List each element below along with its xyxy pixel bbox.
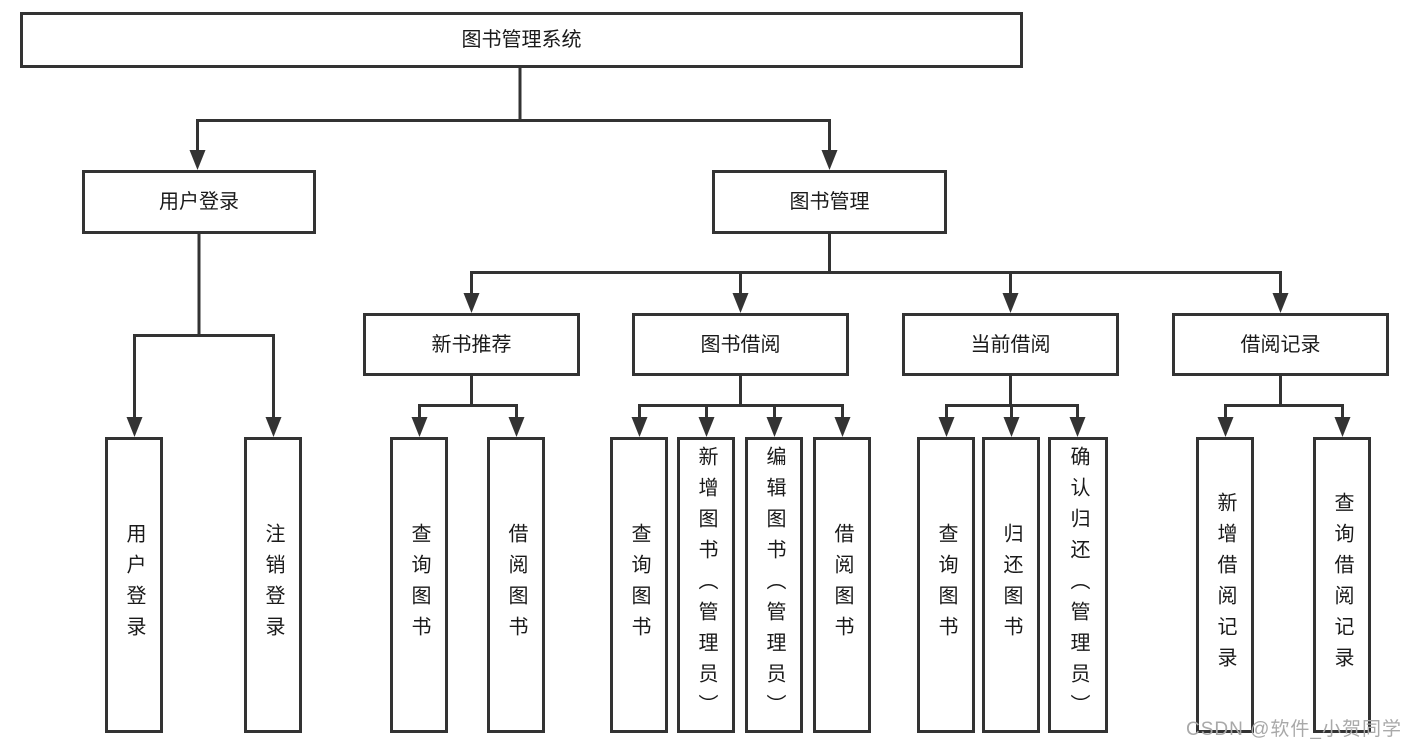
leaf-current-confirm-return-admin-label: 确认归还（管理员） [1067,445,1089,725]
leaf-borrow-add-books-admin-label: 新增图书（管理员） [695,445,717,725]
node-root: 图书管理系统 [20,12,1023,68]
node-book-borrow-label: 图书借阅 [700,333,781,356]
arrowheads [126,150,1351,437]
watermark: CSDN @软件_小贺同学 [1186,719,1402,740]
leaf-borrow-borrow-books: 借阅图书 [813,437,871,733]
leaf-newbook-query-books: 查询图书 [390,437,448,733]
leaf-newbook-borrow-books: 借阅图书 [487,437,545,733]
node-new-book-recommend-label: 新书推荐 [431,333,512,356]
leaf-logout: 注销登录 [244,437,302,733]
leaf-borrow-query-books-label: 查询图书 [628,523,650,647]
node-borrow-records: 借阅记录 [1172,313,1389,376]
leaf-current-query-books: 查询图书 [917,437,975,733]
node-book-management: 图书管理 [712,170,947,234]
node-user-login-label: 用户登录 [159,191,239,213]
leaf-borrow-borrow-books-label: 借阅图书 [831,523,853,647]
leaf-records-query-record: 查询借阅记录 [1313,437,1371,733]
leaf-borrow-edit-books-admin-label: 编辑图书（管理员） [763,445,785,725]
leaf-records-add-record-label: 新增借阅记录 [1214,492,1236,678]
leaf-current-confirm-return-admin: 确认归还（管理员） [1048,437,1108,733]
node-book-management-label: 图书管理 [789,191,870,213]
leaf-newbook-query-books-label: 查询图书 [408,523,430,647]
node-current-borrow-label: 当前借阅 [970,333,1051,356]
node-current-borrow: 当前借阅 [902,313,1119,376]
leaf-current-return-books: 归还图书 [982,437,1040,733]
leaf-newbook-borrow-books-label: 借阅图书 [505,523,527,647]
node-root-label: 图书管理系统 [461,29,582,51]
node-new-book-recommend: 新书推荐 [363,313,580,376]
leaf-logout-label: 注销登录 [262,523,284,647]
leaf-user-login-label: 用户登录 [123,523,145,647]
leaf-borrow-edit-books-admin: 编辑图书（管理员） [745,437,803,733]
leaf-records-query-record-label: 查询借阅记录 [1331,492,1353,678]
leaf-current-query-books-label: 查询图书 [935,523,957,647]
node-user-login: 用户登录 [82,170,316,234]
leaf-current-return-books-label: 归还图书 [1000,523,1022,647]
leaf-borrow-add-books-admin: 新增图书（管理员） [677,437,735,733]
leaf-borrow-query-books: 查询图书 [610,437,668,733]
node-borrow-records-label: 借阅记录 [1240,333,1321,356]
leaf-user-login: 用户登录 [105,437,163,733]
node-book-borrow: 图书借阅 [632,313,849,376]
leaf-records-add-record: 新增借阅记录 [1196,437,1254,733]
